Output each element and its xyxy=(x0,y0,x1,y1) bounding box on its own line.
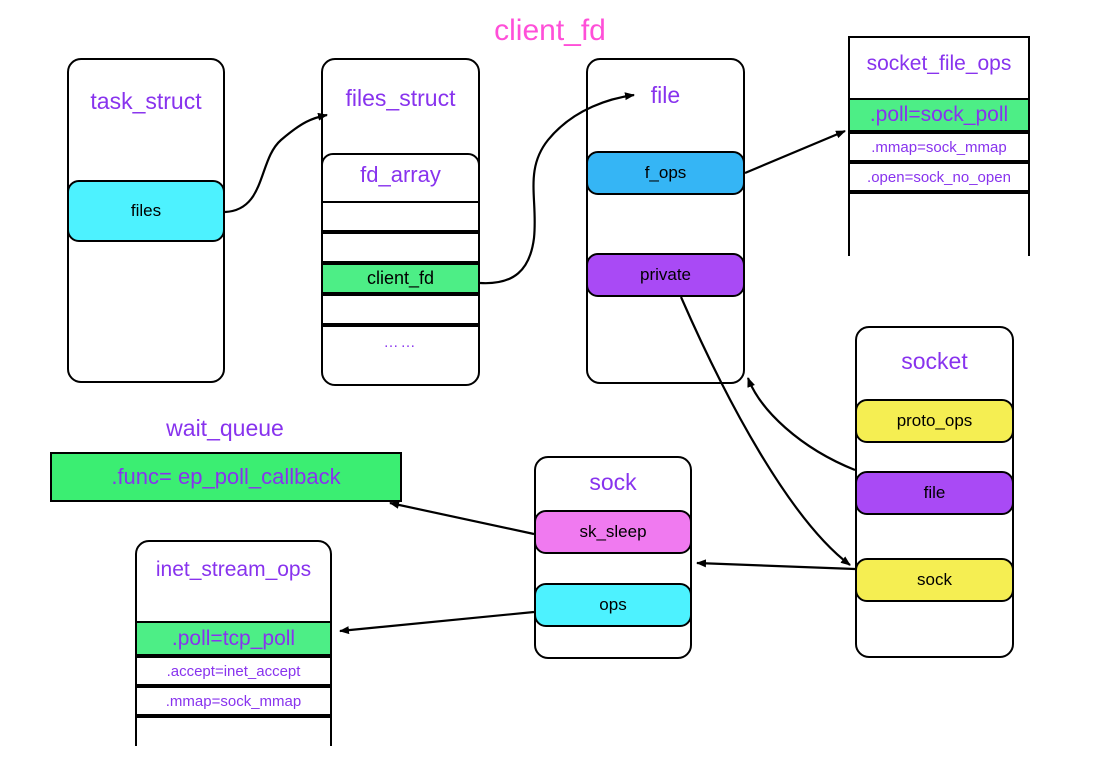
fd-array-row-client-fd[interactable]: client_fd xyxy=(321,263,480,294)
field-label: proto_ops xyxy=(896,411,973,430)
field-label: private xyxy=(639,265,692,284)
fd-array-title: fd_array xyxy=(360,162,441,187)
row-label: .open=sock_no_open xyxy=(867,168,1011,186)
inet-stream-ops-row-empty xyxy=(135,716,332,746)
fd-array-row-1[interactable] xyxy=(321,232,480,263)
field-file-private[interactable]: private xyxy=(586,253,745,297)
socket-title: socket xyxy=(901,348,968,374)
inet-stream-ops-row-poll[interactable]: .poll=tcp_poll xyxy=(135,621,332,656)
inet-stream-ops-row-accept[interactable]: .accept=inet_accept xyxy=(135,656,332,686)
arrow-files-to-files-struct xyxy=(224,112,328,214)
field-socket-sock[interactable]: sock xyxy=(855,558,1014,602)
files-struct-title: files_struct xyxy=(345,85,456,111)
sock-title: sock xyxy=(589,469,637,495)
socket-file-ops-row-poll[interactable]: .poll=sock_poll xyxy=(848,98,1030,132)
row-label: .poll=sock_poll xyxy=(869,103,1009,126)
field-label: sock xyxy=(917,570,952,589)
inet-stream-ops-title: inet_stream_ops xyxy=(155,558,312,581)
fd-array-row-3[interactable] xyxy=(321,294,480,325)
arrow-socket-sock-to-sock xyxy=(696,559,856,571)
row-label: .mmap=sock_mmap xyxy=(871,138,1007,156)
field-label: file xyxy=(923,483,946,502)
row-label: .accept=inet_accept xyxy=(166,662,301,680)
wait-queue-entry-label: .func= ep_poll_callback xyxy=(111,464,341,489)
field-sock-sk-sleep[interactable]: sk_sleep xyxy=(534,510,692,554)
socket-file-ops-row-mmap[interactable]: .mmap=sock_mmap xyxy=(848,132,1030,162)
inet-stream-ops-row-mmap[interactable]: .mmap=sock_mmap xyxy=(135,686,332,716)
fd-array-row-dots: …… xyxy=(321,325,480,358)
row-label: …… xyxy=(383,334,418,351)
field-label: files xyxy=(130,201,162,220)
file-title: file xyxy=(650,82,681,108)
wait-queue-title: wait_queue xyxy=(166,415,284,441)
fd-array-row-0[interactable] xyxy=(321,201,480,232)
field-label: ops xyxy=(599,595,627,614)
wait-queue-entry[interactable]: .func= ep_poll_callback xyxy=(50,452,402,502)
arrow-f-ops-to-socket-file-ops xyxy=(744,129,846,175)
arrow-ops-to-inet-stream-ops xyxy=(339,610,535,635)
row-label: .poll=tcp_poll xyxy=(171,626,296,650)
task-struct-title: task_struct xyxy=(90,88,202,114)
socket-file-ops-title: socket_file_ops xyxy=(866,52,1012,75)
arrow-socket-file-to-file xyxy=(746,377,856,472)
page-title: client_fd xyxy=(494,14,606,47)
field-sock-ops[interactable]: ops xyxy=(534,583,692,627)
socket-file-ops-row-open[interactable]: .open=sock_no_open xyxy=(848,162,1030,192)
socket-file-ops-row-empty xyxy=(848,192,1030,256)
field-file-f-ops[interactable]: f_ops xyxy=(586,151,745,195)
arrow-sk-sleep-to-wait-queue xyxy=(389,500,535,536)
row-label: client_fd xyxy=(366,268,435,288)
field-task-struct-files[interactable]: files xyxy=(67,180,225,242)
field-socket-file[interactable]: file xyxy=(855,471,1014,515)
field-socket-proto-ops[interactable]: proto_ops xyxy=(855,399,1014,443)
row-label: .mmap=sock_mmap xyxy=(165,692,302,710)
field-label: sk_sleep xyxy=(579,522,647,541)
field-label: f_ops xyxy=(644,163,687,182)
